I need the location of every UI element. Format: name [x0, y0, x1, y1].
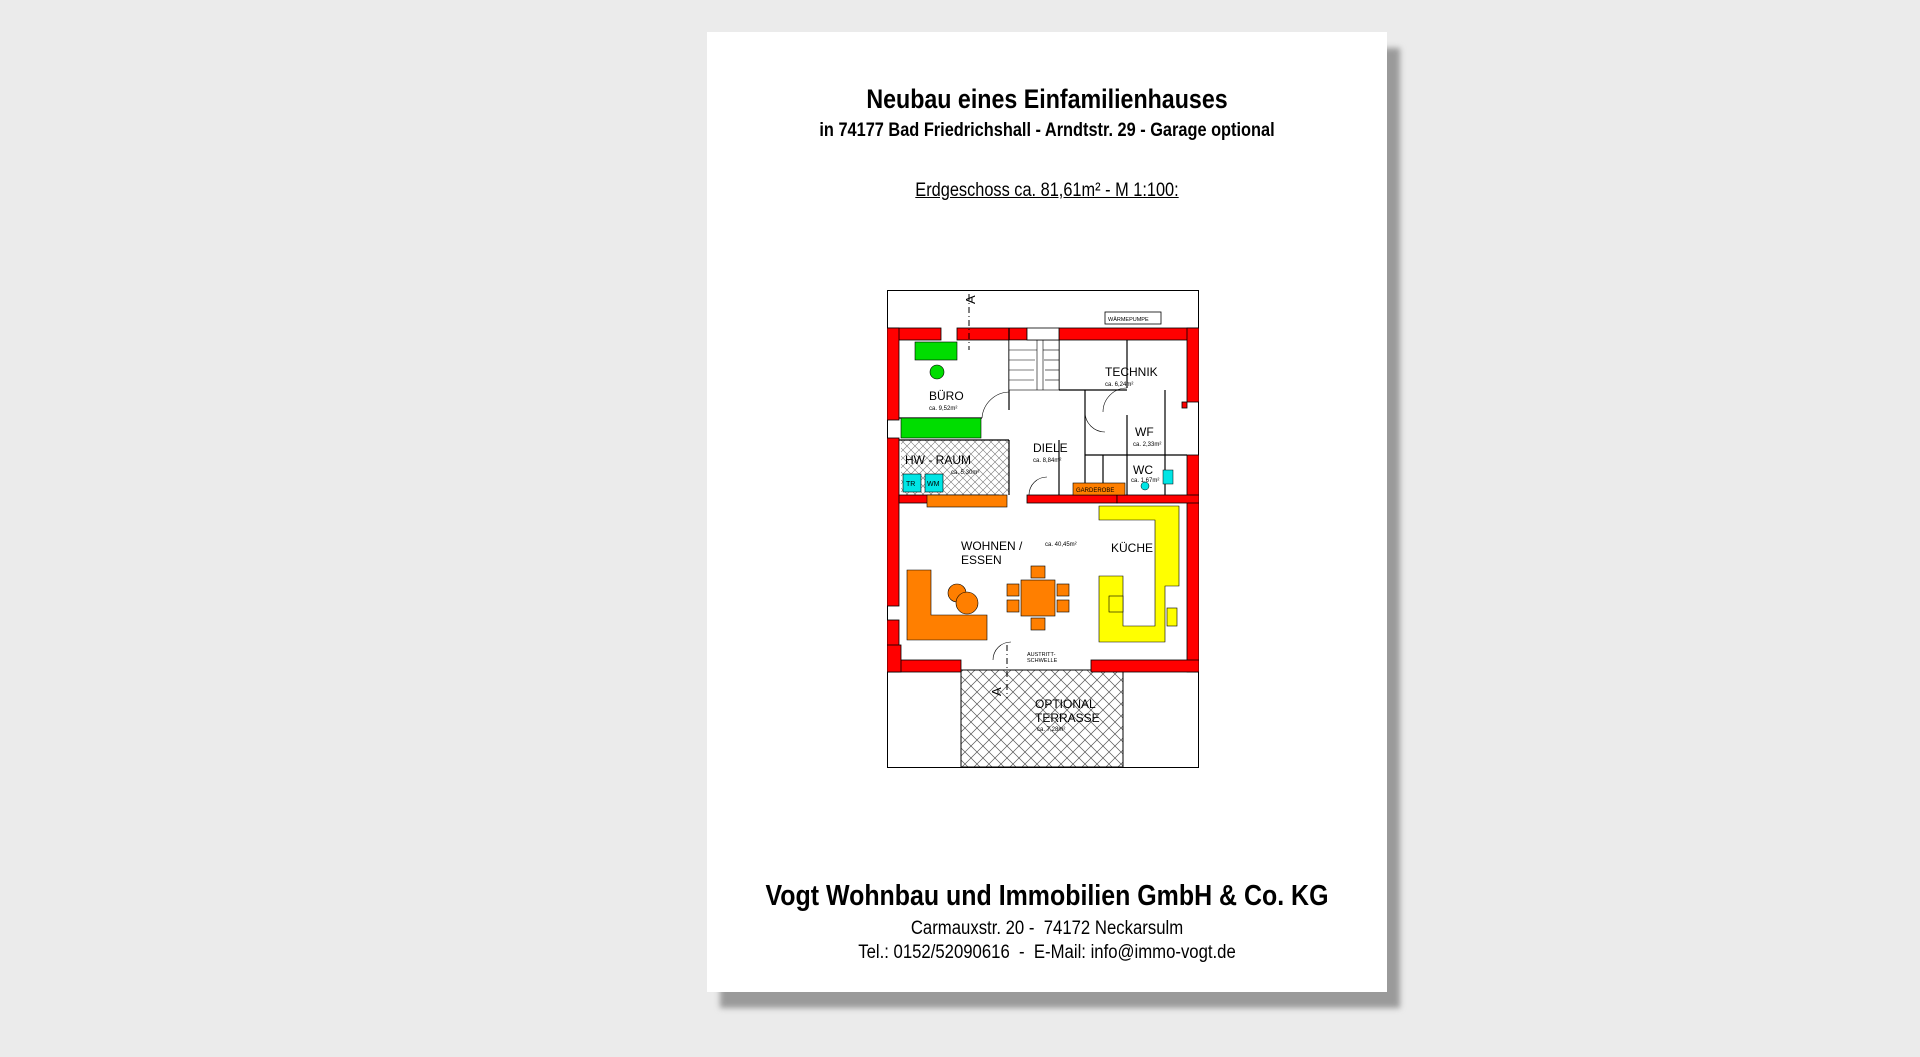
room-technik: TECHNIK	[1105, 365, 1158, 379]
office-desk	[914, 341, 958, 361]
floor-plan: A A WÄRMEPUMPE BÜRO ca. 9,52m² TECHNIK c…	[887, 290, 1199, 768]
room-wohnen-line2: ESSEN	[961, 553, 1002, 567]
area-wf: ca. 2,33m²	[1133, 442, 1161, 448]
austritt-line2: SCHWELLE	[1027, 658, 1058, 664]
area-technik: ca. 6,24m²	[1105, 382, 1133, 388]
armchair-2	[955, 591, 979, 615]
document-page: Neubau eines Einfamilienhauses in 74177 …	[707, 32, 1387, 992]
room-wc: WC	[1133, 463, 1153, 477]
room-kueche: KÜCHE	[1111, 541, 1153, 555]
company-contact: Tel.: 0152/52090616 - E-Mail: info@immo-…	[858, 942, 1236, 963]
area-diele: ca. 8,84m²	[1033, 458, 1061, 464]
room-hw-raum: HW - RAUM	[905, 453, 971, 467]
washing-machine-label: WM	[927, 481, 940, 488]
heat-pump-box	[1104, 311, 1162, 325]
garderobe	[1072, 482, 1126, 496]
garderobe-label: GARDEROBE	[1076, 488, 1114, 494]
staircase	[1008, 339, 1060, 391]
heat-pump-label: WÄRMEPUMPE	[1108, 316, 1149, 323]
sideboard	[926, 494, 1008, 508]
wc-sink	[1162, 469, 1174, 485]
office-chair	[929, 364, 945, 380]
wc-toilet	[1140, 481, 1150, 491]
dryer-label: TR	[906, 481, 915, 488]
area-hw-raum: ca. 5,30m²	[951, 470, 979, 476]
area-wohnen: ca. 40,45m²	[1045, 542, 1077, 548]
area-buero: ca. 9,52m²	[929, 406, 957, 412]
section-line	[968, 294, 1008, 698]
room-wf: WF	[1135, 425, 1154, 439]
kitchen-sink	[1166, 607, 1178, 627]
door-swings	[981, 387, 1128, 661]
room-terrasse-line1: OPTIONAL	[1035, 697, 1096, 711]
area-wc: ca. 1,67m²	[1131, 478, 1159, 484]
dryer	[902, 473, 922, 493]
dining-table	[1020, 579, 1056, 617]
room-buero: BÜRO	[929, 389, 964, 403]
room-wohnen-line1: WOHNEN /	[961, 539, 1023, 553]
sofa	[906, 569, 988, 641]
window-top	[1026, 327, 1060, 341]
company-name: Vogt Wohnbau und Immobilien GmbH & Co. K…	[765, 880, 1329, 912]
kitchen-hob	[1108, 595, 1124, 613]
office-shelf	[900, 417, 982, 439]
dining-chairs	[1006, 565, 1070, 631]
austritt-line1: AUSTRITT-	[1027, 652, 1056, 658]
terrace-area	[960, 669, 1124, 768]
company-address: Carmauxstr. 20 - 74172 Neckarsulm	[910, 918, 1184, 939]
area-terrasse: ca. 7,28m²	[1037, 727, 1065, 733]
washing-machine	[924, 473, 944, 493]
room-terrasse-line2: TERRASSE	[1035, 711, 1100, 725]
floor-label: Erdgeschoss ca. 81,61m² - M 1:100:	[915, 180, 1179, 201]
document-subtitle: in 74177 Bad Friedrichshall - Arndtstr. …	[819, 120, 1275, 141]
section-marker-top: A	[963, 295, 978, 304]
room-diele: DIELE	[1033, 441, 1068, 455]
document-title: Neubau eines Einfamilienhauses	[866, 84, 1228, 114]
section-marker-bottom: A	[989, 687, 1004, 696]
